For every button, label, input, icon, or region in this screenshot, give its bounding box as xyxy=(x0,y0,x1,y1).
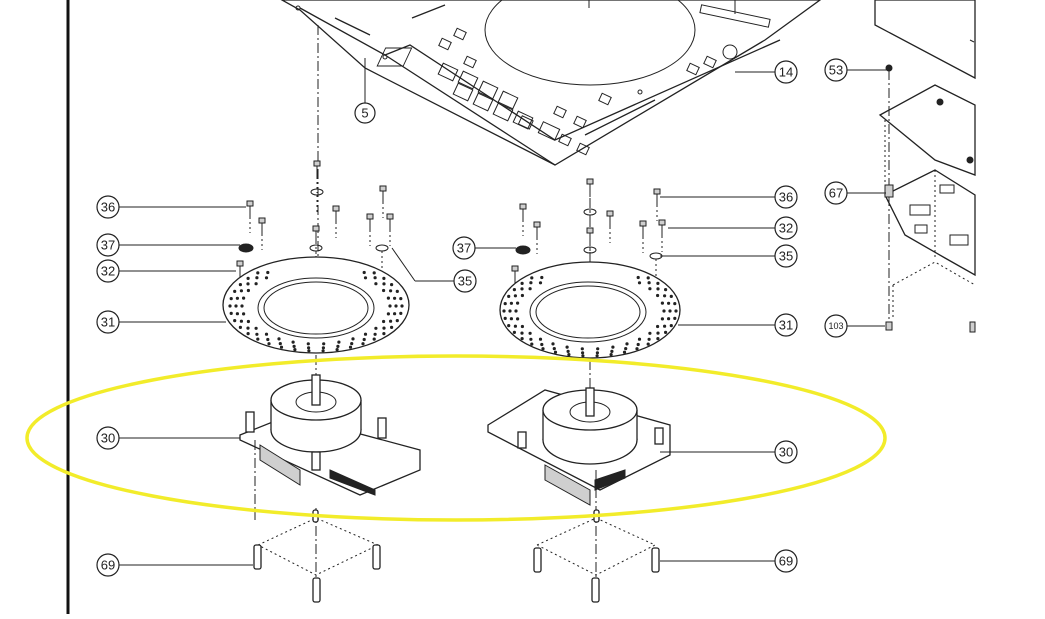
callout-c14: 14 xyxy=(735,60,798,84)
callout-circle xyxy=(774,313,798,337)
callout-c30a: 30 xyxy=(96,426,240,450)
left-motor-assembly xyxy=(239,355,421,520)
callout-number: 5 xyxy=(361,106,368,121)
callout-c32b: 32 xyxy=(668,216,798,240)
callout-labels: 5 14 53 36 37 32 35 31 30 69 37 36 32 35 31 30 69 67 103 xyxy=(96,58,887,577)
callout-c53: 53 xyxy=(824,58,887,82)
callout-number: 53 xyxy=(829,63,843,78)
right-motor-assembly xyxy=(487,360,671,520)
left-platter-assembly xyxy=(222,25,410,354)
callout-c31b: 31 xyxy=(678,313,798,337)
callout-circle xyxy=(453,269,477,293)
callout-c67: 67 xyxy=(824,181,886,205)
callout-number: 14 xyxy=(779,65,793,80)
callout-circle xyxy=(774,185,798,209)
right-board-assembly xyxy=(874,0,976,333)
callout-c5: 5 xyxy=(354,58,376,124)
callout-circle xyxy=(96,195,120,219)
platter-plate-left xyxy=(222,256,410,354)
callout-c37b: 37 xyxy=(452,236,516,260)
performance-pads xyxy=(376,27,738,156)
callout-circle xyxy=(774,440,798,464)
callout-number: 67 xyxy=(829,186,843,201)
callout-number: 35 xyxy=(458,274,472,289)
callout-circle xyxy=(96,553,120,577)
callout-number: 36 xyxy=(101,200,115,215)
callout-number: 37 xyxy=(101,238,115,253)
callout-number: 31 xyxy=(779,318,793,333)
callout-circle xyxy=(774,216,798,240)
callout-c36a: 36 xyxy=(96,195,246,219)
callout-number: 30 xyxy=(101,431,115,446)
callout-number: 103 xyxy=(828,321,843,331)
callout-circle xyxy=(96,310,120,334)
callout-circle xyxy=(824,58,848,82)
callout-circle xyxy=(96,259,120,283)
callout-c35b: 35 xyxy=(660,244,798,268)
highlight-ellipse xyxy=(25,354,887,522)
callout-circle xyxy=(96,233,120,257)
callout-c36b: 36 xyxy=(660,185,798,209)
callout-number: 31 xyxy=(101,315,115,330)
callout-circle xyxy=(774,244,798,268)
callout-c35a: 35 xyxy=(391,247,477,293)
right-platter-assembly xyxy=(499,178,681,359)
callout-number: 30 xyxy=(779,445,793,460)
callout-circle xyxy=(824,181,848,205)
callout-number: 35 xyxy=(779,249,793,264)
callout-c32a: 32 xyxy=(96,259,236,283)
jog-platter-outline xyxy=(484,0,696,86)
callout-circle xyxy=(452,236,476,260)
left-feet-assembly xyxy=(253,508,381,603)
callout-number: 37 xyxy=(457,241,471,256)
callout-c69a: 69 xyxy=(96,553,253,577)
callout-c69b: 69 xyxy=(660,549,798,573)
top-panel-assembly xyxy=(280,0,822,166)
callout-number: 36 xyxy=(779,190,793,205)
callout-circle xyxy=(774,549,798,573)
callout-circle xyxy=(774,60,798,84)
right-feet-assembly xyxy=(533,508,660,603)
callout-circle xyxy=(824,314,848,338)
callout-circle xyxy=(96,426,120,450)
callout-c31a: 31 xyxy=(96,310,226,334)
callout-number: 69 xyxy=(101,558,115,573)
callout-c30b: 30 xyxy=(660,440,798,464)
callout-c37a: 37 xyxy=(96,233,240,257)
platter-plate-right xyxy=(499,261,681,359)
callout-c103: 103 xyxy=(824,314,885,338)
callout-circle xyxy=(354,102,376,124)
callout-number: 32 xyxy=(779,221,793,236)
callout-number: 69 xyxy=(779,554,793,569)
callout-number: 32 xyxy=(101,264,115,279)
